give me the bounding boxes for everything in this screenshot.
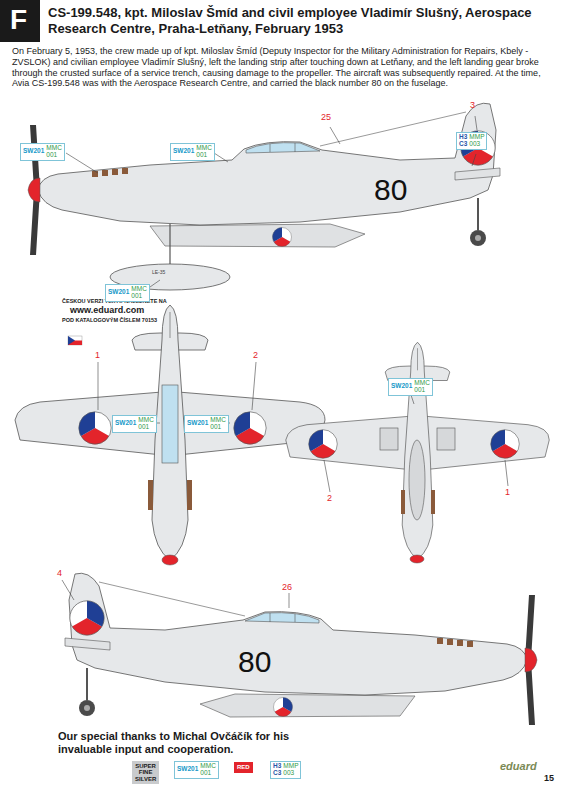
- paint-code: SW201: [23, 148, 44, 155]
- callout-number: 1: [505, 487, 510, 498]
- paint-code: SW201: [391, 383, 412, 390]
- paint-code-box: SW201MMC 001: [112, 415, 157, 433]
- profile-letter: F: [10, 3, 27, 37]
- paint-code: SW201: [173, 148, 194, 155]
- callout-number: 1: [95, 350, 100, 361]
- callout-number: 2: [253, 350, 258, 361]
- czech-note: POD KATALOGOVÝM ČÍSLEM 70153: [62, 317, 157, 324]
- paint-code-alt: MMP 003: [283, 763, 298, 777]
- callout-number: 4: [57, 568, 62, 579]
- brand-logo: eduard: [500, 760, 537, 773]
- paint-code-box: SW201MMC 001: [105, 284, 150, 302]
- callout-number: 25: [321, 112, 331, 123]
- paint-code: SW201: [115, 420, 136, 427]
- callout-number: 3: [470, 100, 475, 111]
- paint-code-alt: MMC 001: [46, 145, 62, 159]
- title-heading: CS-199.548, kpt. Miloslav Šmíd and civil…: [48, 5, 553, 36]
- paint-code: SW201: [187, 420, 208, 427]
- website: www.eduard.com: [70, 305, 144, 316]
- paint-code-alt: MMC 001: [138, 417, 154, 431]
- page-number: 15: [544, 773, 554, 784]
- paint-code-box: H3 C3MMP 003: [456, 132, 487, 150]
- legend-text: RED: [237, 764, 250, 770]
- paint-code-box: SW201MMC 001: [388, 378, 433, 396]
- paint-code-alt: MMP 003: [469, 134, 484, 148]
- fuselage-number: 80: [238, 644, 271, 680]
- paint-code-alt: MMC 001: [210, 417, 226, 431]
- thanks-note: Our special thanks to Michal Ovčáčík for…: [58, 730, 293, 756]
- paint-code-alt: MMC 001: [131, 286, 147, 300]
- paint-code: H3 C3: [273, 763, 281, 777]
- callout-number: 2: [327, 493, 332, 504]
- paint-code: H3 C3: [459, 134, 467, 148]
- paint-code-alt: MMC 001: [200, 763, 216, 777]
- paint-code: SW201: [177, 766, 198, 773]
- paint-code-box: H3 C3MMP 003: [270, 761, 301, 779]
- legend-text: SUPER FINE SILVER: [135, 763, 156, 782]
- legend-swatch: RED: [234, 762, 253, 773]
- paint-code-box: SW201MMC 001: [184, 415, 229, 433]
- paint-code-alt: MMC 001: [196, 145, 212, 159]
- paint-code: SW201: [108, 289, 129, 296]
- tank-stencil: LE-35: [152, 269, 165, 275]
- legend-swatch: SUPER FINE SILVER: [132, 761, 159, 784]
- paint-code-alt: MMC 001: [414, 380, 430, 394]
- paint-code-box: SW201MMC 001: [174, 761, 219, 779]
- description-text: On February 5, 1953, the crew made up of…: [12, 46, 553, 89]
- paint-code-box: SW201MMC 001: [170, 143, 215, 161]
- fuselage-number: 80: [374, 172, 407, 208]
- callout-number: 26: [282, 582, 292, 593]
- paint-code-box: SW201MMC 001: [20, 143, 65, 161]
